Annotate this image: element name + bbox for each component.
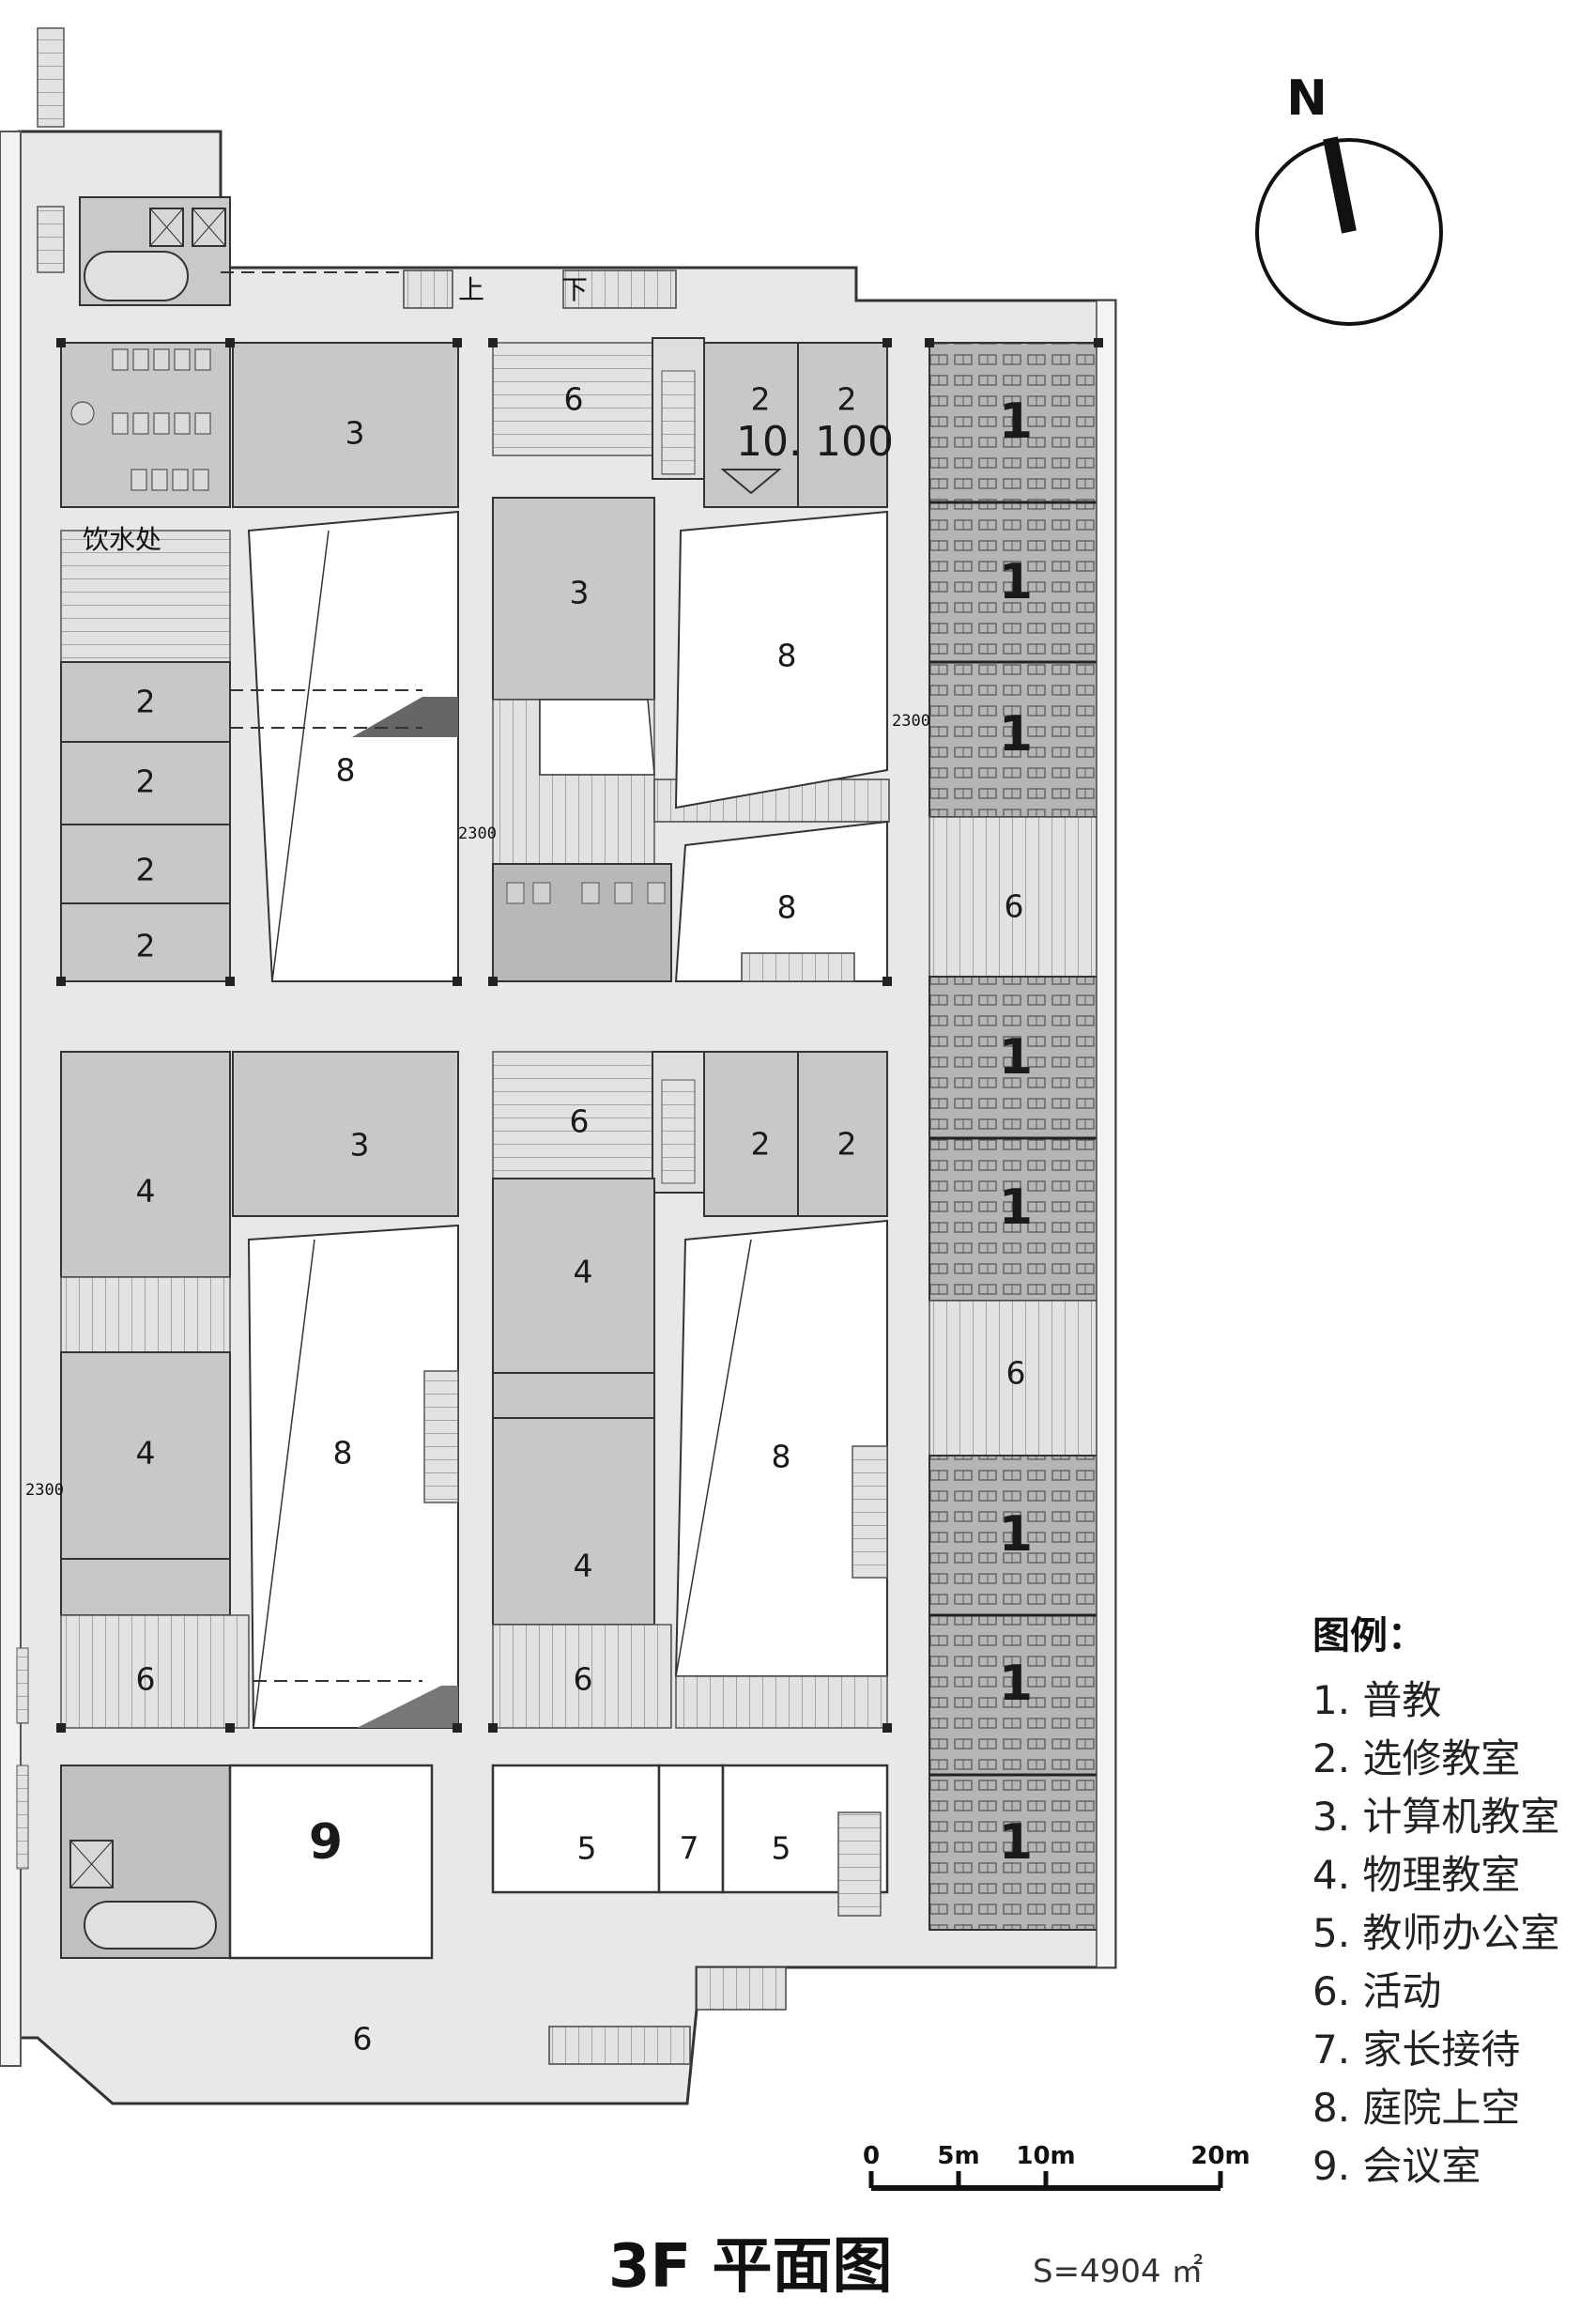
block-east-classrooms [928,300,1116,1968]
legend-item: 2. 选修教室 [1312,1735,1520,1781]
stair-up-label: 上 [458,274,484,305]
room-label: 2 [751,1126,771,1163]
room-label: 1 [999,393,1033,450]
room-label: 4 [136,1435,156,1472]
legend-item: 8. 庭院上空 [1312,2085,1520,2131]
legend-item: 9. 会议室 [1312,2143,1481,2189]
block-south-row [16,1647,889,2065]
room-label: 8 [333,1435,353,1472]
scale-bar: 0 5m 10m 20m [863,2142,1251,2191]
room-label: 9 [309,1814,343,1871]
legend: 图例： 1. 普教 2. 选修教室 3. 计算机教室 4. 物理教室 5. 教师… [1312,1614,1559,2189]
stair-tower-northwest [37,27,231,306]
scale-bar-label: 20m [1190,2142,1250,2170]
top-stair: 上 下 [221,270,677,309]
room-label: 2 [837,1126,857,1163]
drinking-water-label: 饮水处 [83,524,161,555]
dimension-mark: 2300 [458,825,497,843]
room-label: 8 [772,1439,791,1475]
dimension-mark: 2300 [892,712,930,731]
room-label: 1 [999,1656,1033,1712]
room-label: 6 [136,1661,156,1698]
north-label: N [1286,70,1327,127]
room-label: 6 [564,381,584,418]
room-label: 2 [136,928,156,964]
room-label: 1 [999,1814,1033,1871]
drawing-title: 3F 平面图 S=4904 ㎡ [608,2232,1203,2302]
block-north-central [492,337,890,982]
legend-item: 5. 教师办公室 [1312,1910,1559,1956]
room-label: 8 [777,638,797,674]
room-label: 1 [999,1506,1033,1563]
room-label: 6 [1005,888,1024,925]
room-label: 4 [574,1254,593,1290]
room-label: 6 [570,1103,590,1140]
dimension-mark: 2300 [25,1481,64,1500]
title: 3F 平面图 [608,2232,893,2302]
room-label: 6 [353,2021,373,2058]
room-label: 2 [837,381,857,418]
room-label: 2 [751,381,771,418]
room-label: 1 [999,1029,1033,1086]
room-label: 3 [570,575,590,611]
legend-title: 图例： [1312,1614,1425,1657]
block-southwest [60,1051,459,1729]
room-labels: 3 6 2 2 3 8 8 8 2 2 2 2 1 1 1 6 1 1 6 1 … [136,381,1034,2058]
elevation-mark: 10. 100 [736,418,894,466]
room-label: 2 [136,763,156,800]
room-label: 1 [999,1179,1033,1236]
dimension-marks: 2300 2300 2300 [25,712,930,1500]
room-label: 1 [999,706,1033,763]
legend-item: 7. 家长接待 [1312,2027,1520,2073]
room-label: 7 [680,1830,699,1867]
room-label: 8 [336,752,356,789]
room-label: 4 [136,1173,156,1210]
scale-bar-label: 10m [1016,2142,1075,2170]
scale-bar-label: 0 [863,2142,880,2170]
room-label: 8 [777,889,797,926]
room-label: 2 [136,852,156,888]
stair-down-label: 下 [561,274,588,305]
structural-columns [56,338,1103,1733]
scale-bar-label: 5m [937,2142,979,2170]
legend-item: 1. 普教 [1312,1677,1441,1723]
legend-item: 4. 物理教室 [1312,1852,1520,1898]
room-label: 5 [772,1830,791,1867]
block-northwest: 饮水处 [60,342,459,982]
room-label: 6 [1006,1355,1026,1392]
room-label: 5 [577,1830,597,1867]
room-label: 6 [574,1661,593,1698]
legend-item: 3. 计算机教室 [1312,1794,1559,1840]
room-label: 4 [574,1548,593,1584]
area-label: S=4904 ㎡ [1033,2253,1203,2290]
legend-item: 6. 活动 [1312,1968,1441,2014]
north-needle-icon [1323,136,1357,234]
room-label: 1 [999,554,1033,610]
room-label: 3 [345,415,365,452]
north-arrow: N [1255,70,1443,326]
block-south-central [492,1051,888,1729]
room-label: 3 [350,1127,370,1164]
room-label: 2 [136,684,156,720]
